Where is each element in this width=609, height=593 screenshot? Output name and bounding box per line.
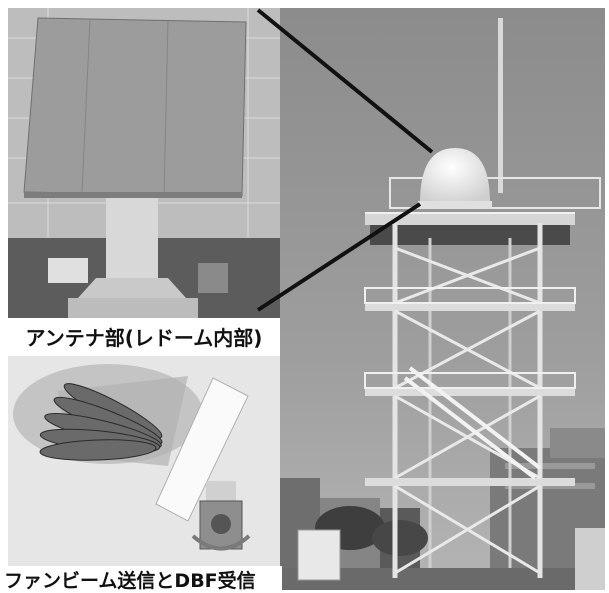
- beam-diagram-graphic: [8, 356, 280, 566]
- tower-photo-graphic: [280, 8, 605, 590]
- beam-diagram: [8, 356, 280, 566]
- antenna-photo: [8, 8, 280, 318]
- tower-photo: [280, 8, 605, 590]
- beam-caption: ファンビーム送信とDBF受信: [0, 566, 282, 592]
- antenna-photo-graphic: [8, 8, 280, 318]
- antenna-caption: アンテナ部(レドーム内部): [8, 318, 280, 354]
